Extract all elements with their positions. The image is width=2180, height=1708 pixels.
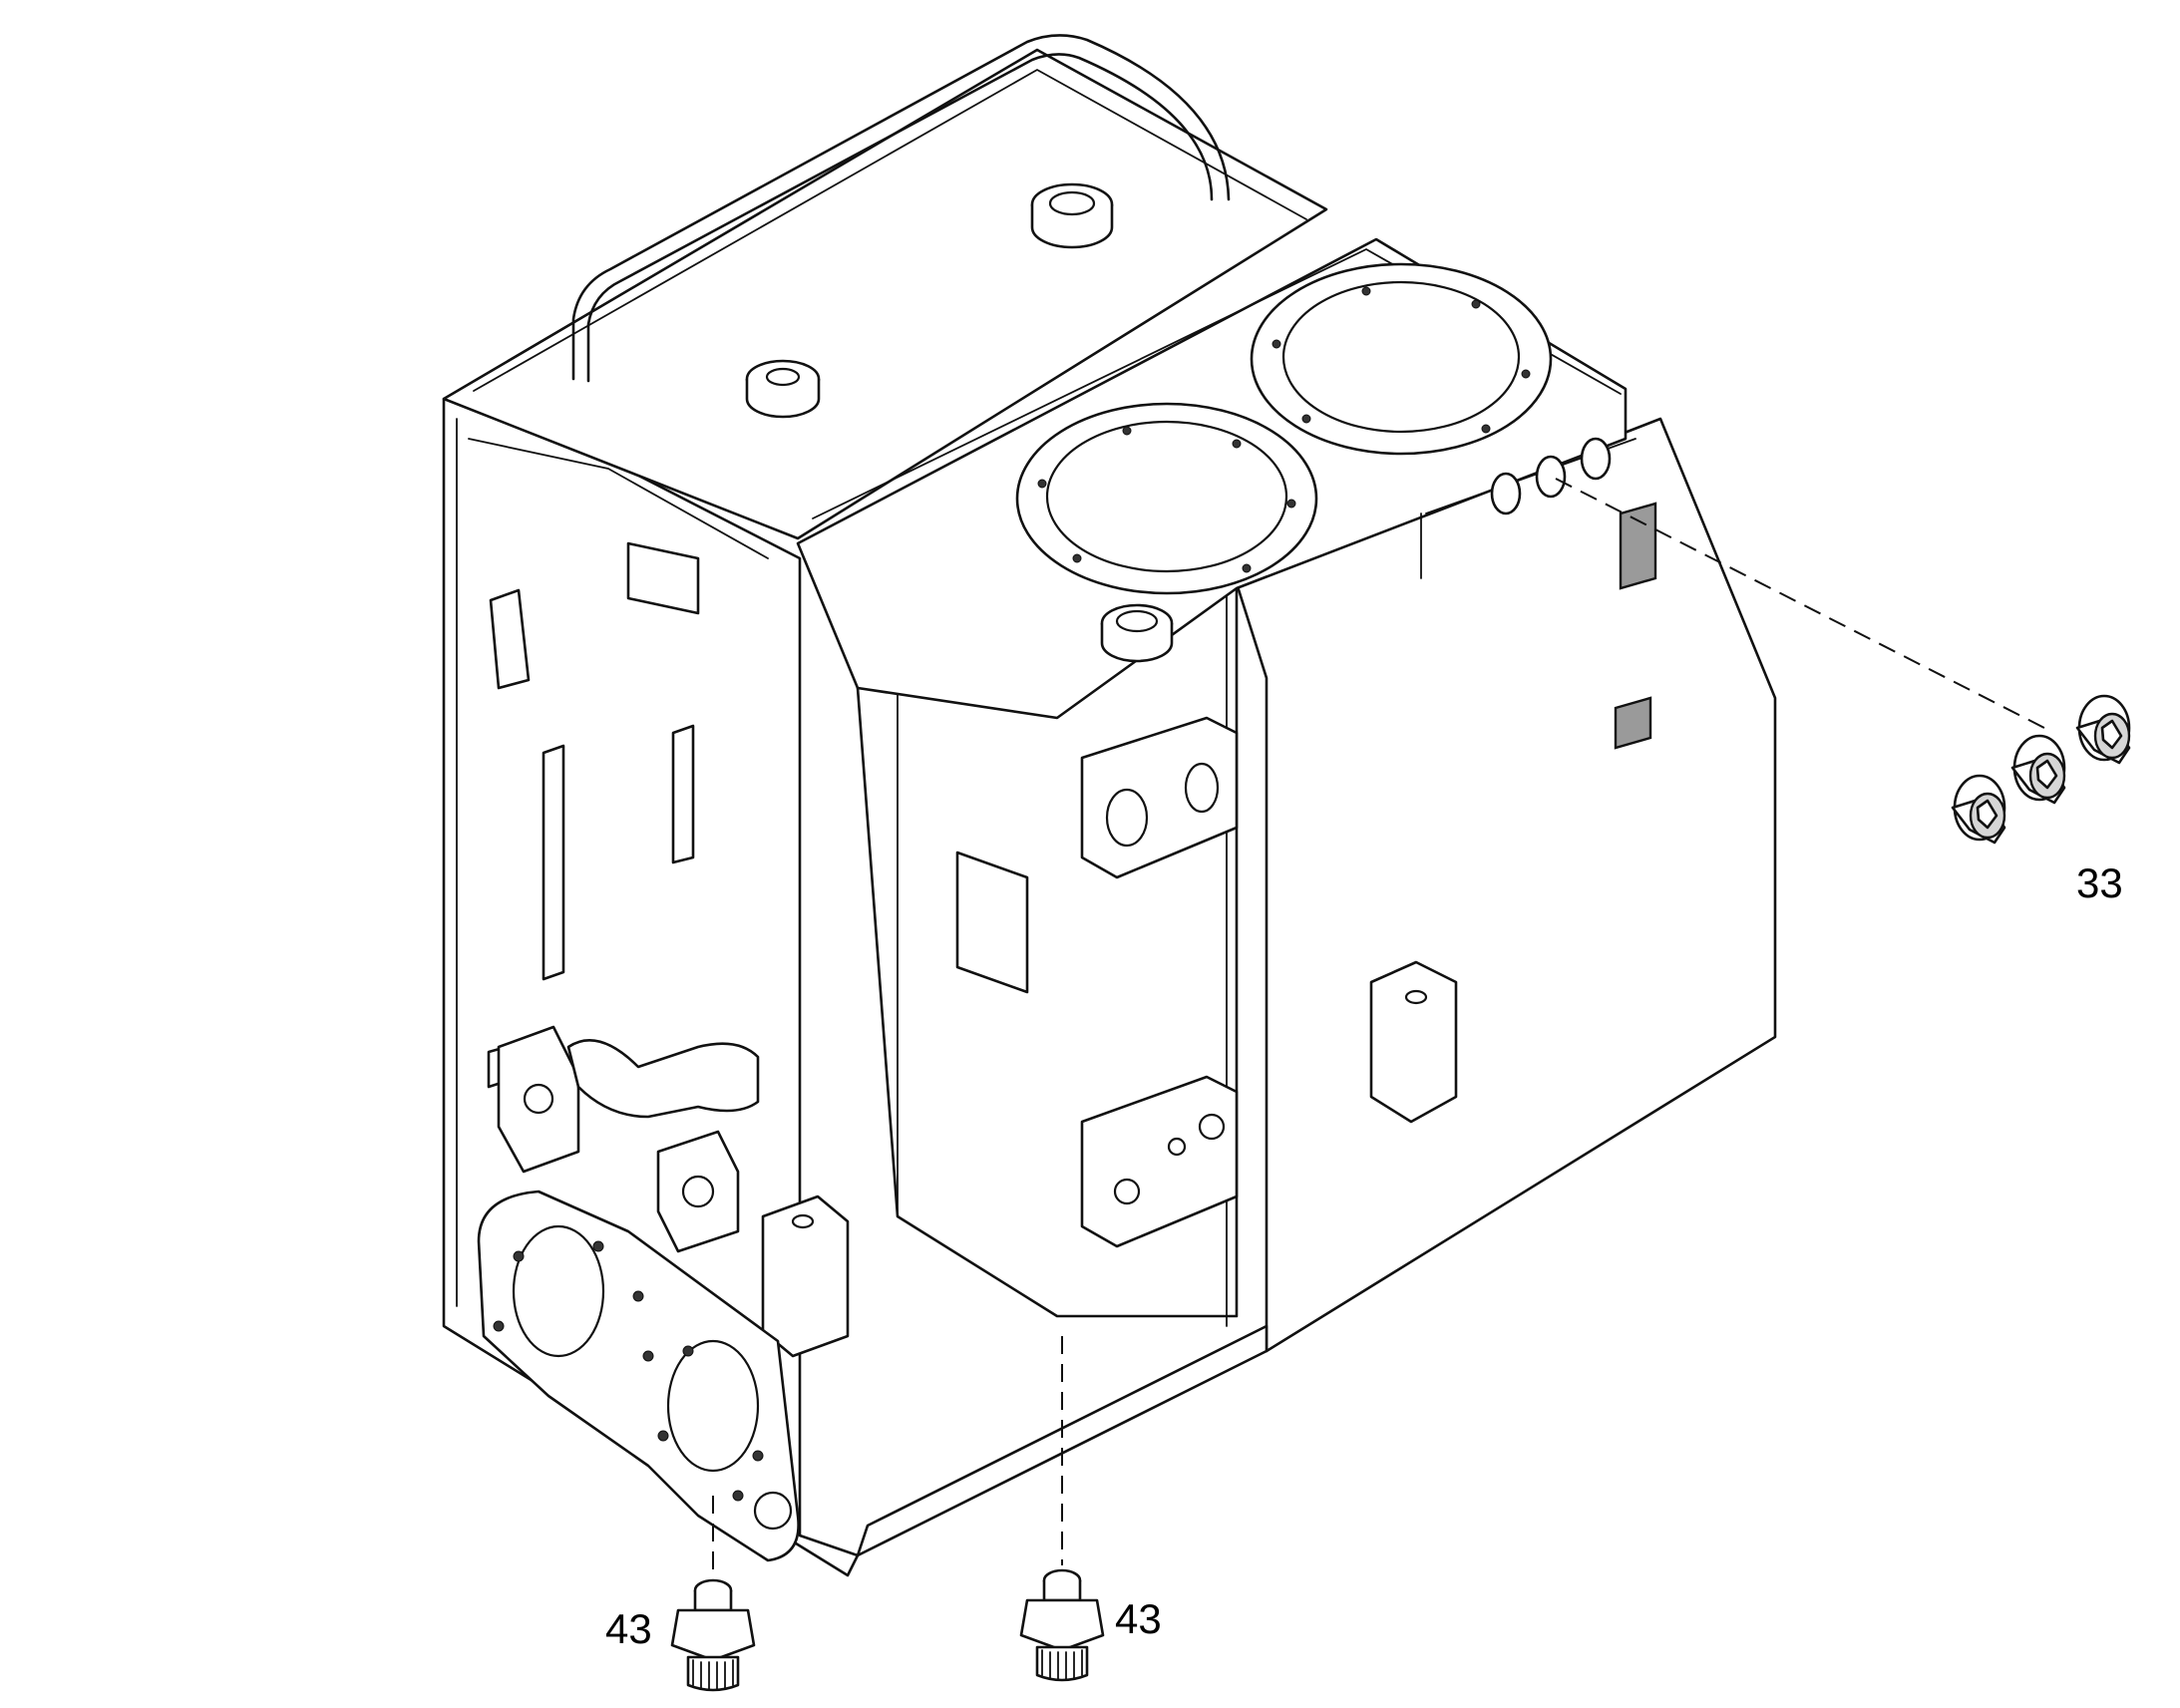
top-cap-right bbox=[1030, 182, 1114, 249]
lifting-handle bbox=[571, 34, 1231, 383]
callout-33: 33 bbox=[2076, 859, 2123, 906]
leader-lines bbox=[712, 478, 2045, 1575]
center-mount-blocks bbox=[955, 502, 1657, 1248]
screw-plug-icon bbox=[1951, 774, 2006, 845]
fitting-43-center bbox=[1019, 1568, 1105, 1682]
top-cap-left bbox=[745, 359, 821, 419]
flange-opening-left bbox=[1015, 402, 1318, 595]
side-ports bbox=[1490, 437, 1612, 515]
pump-mounting-flange bbox=[477, 1190, 800, 1562]
flange-opening-right bbox=[1250, 262, 1553, 456]
screw-plug-icon bbox=[2010, 734, 2066, 805]
screw-plug-icon bbox=[2075, 694, 2131, 765]
screw-plugs-33 bbox=[1951, 694, 2131, 845]
callout-43-left: 43 bbox=[605, 1605, 652, 1652]
left-face-fittings bbox=[487, 541, 850, 1358]
callout-43-center: 43 bbox=[1115, 1595, 1162, 1642]
top-cap-center bbox=[1100, 603, 1174, 663]
fitting-43-left bbox=[670, 1578, 756, 1692]
